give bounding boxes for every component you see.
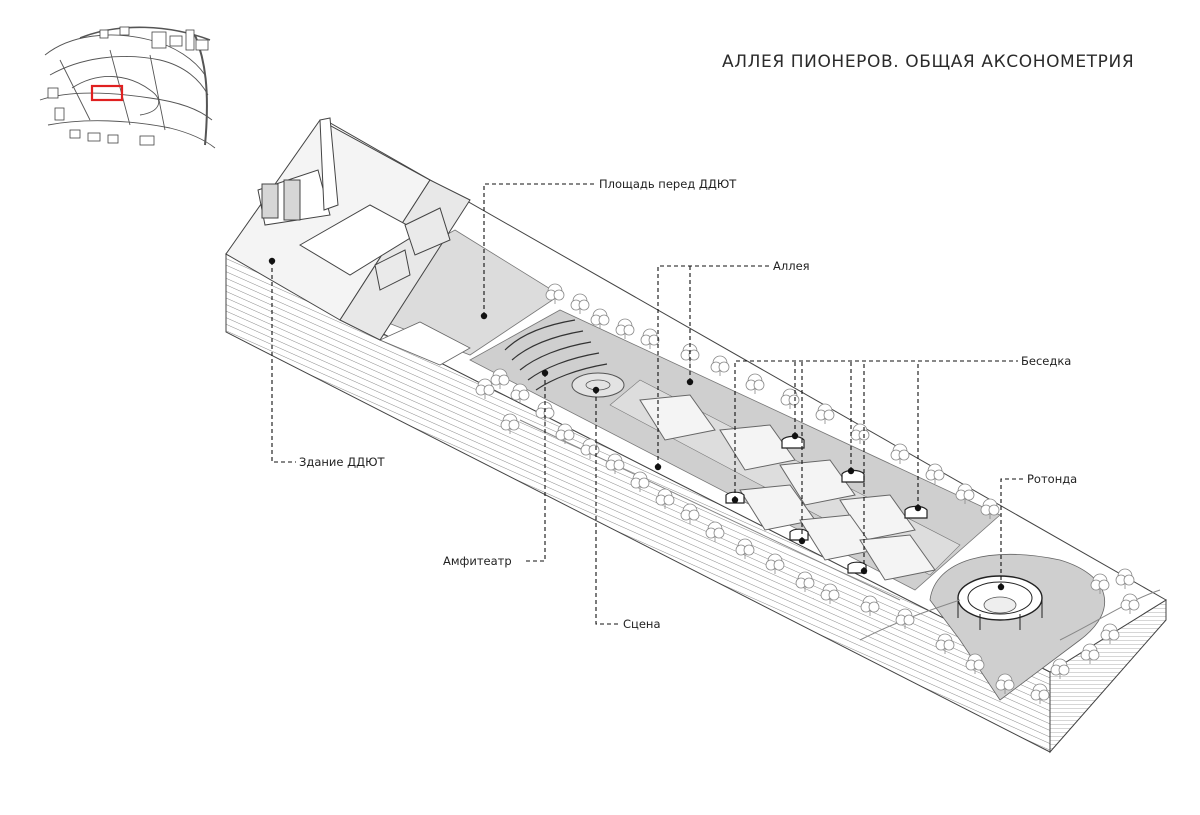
- rotunda: [929, 553, 1106, 701]
- callout-alley: [654, 265, 770, 471]
- label-square: Площадь перед ДДЮТ: [599, 177, 737, 191]
- callout-gazebo: [731, 360, 1018, 575]
- callout-stage: [592, 386, 620, 625]
- ddyut-building: [225, 117, 471, 341]
- locator-highlight-frame: [90, 84, 124, 102]
- label-amphitheatre: Амфитеатр: [443, 554, 512, 568]
- sheet-title: АЛЛЕЯ ПИОНЕРОВ. ОБЩАЯ АКСОНОМЕТРИЯ: [722, 52, 1135, 72]
- label-rotunda: Ротонда: [1027, 472, 1077, 486]
- callout-amphitheatre: [523, 369, 549, 562]
- site-locator-map: [39, 26, 216, 149]
- label-gazebo: Беседка: [1021, 354, 1071, 368]
- callout-square: [480, 183, 596, 320]
- callout-rotunda: [997, 478, 1024, 591]
- label-stage: Сцена: [623, 617, 661, 631]
- label-alley: Аллея: [773, 259, 810, 273]
- stage: [571, 372, 625, 398]
- amphitheatre: [504, 319, 608, 391]
- callout-building: [268, 257, 296, 463]
- label-building: Здание ДДЮТ: [299, 455, 385, 469]
- gazebos: [725, 435, 928, 574]
